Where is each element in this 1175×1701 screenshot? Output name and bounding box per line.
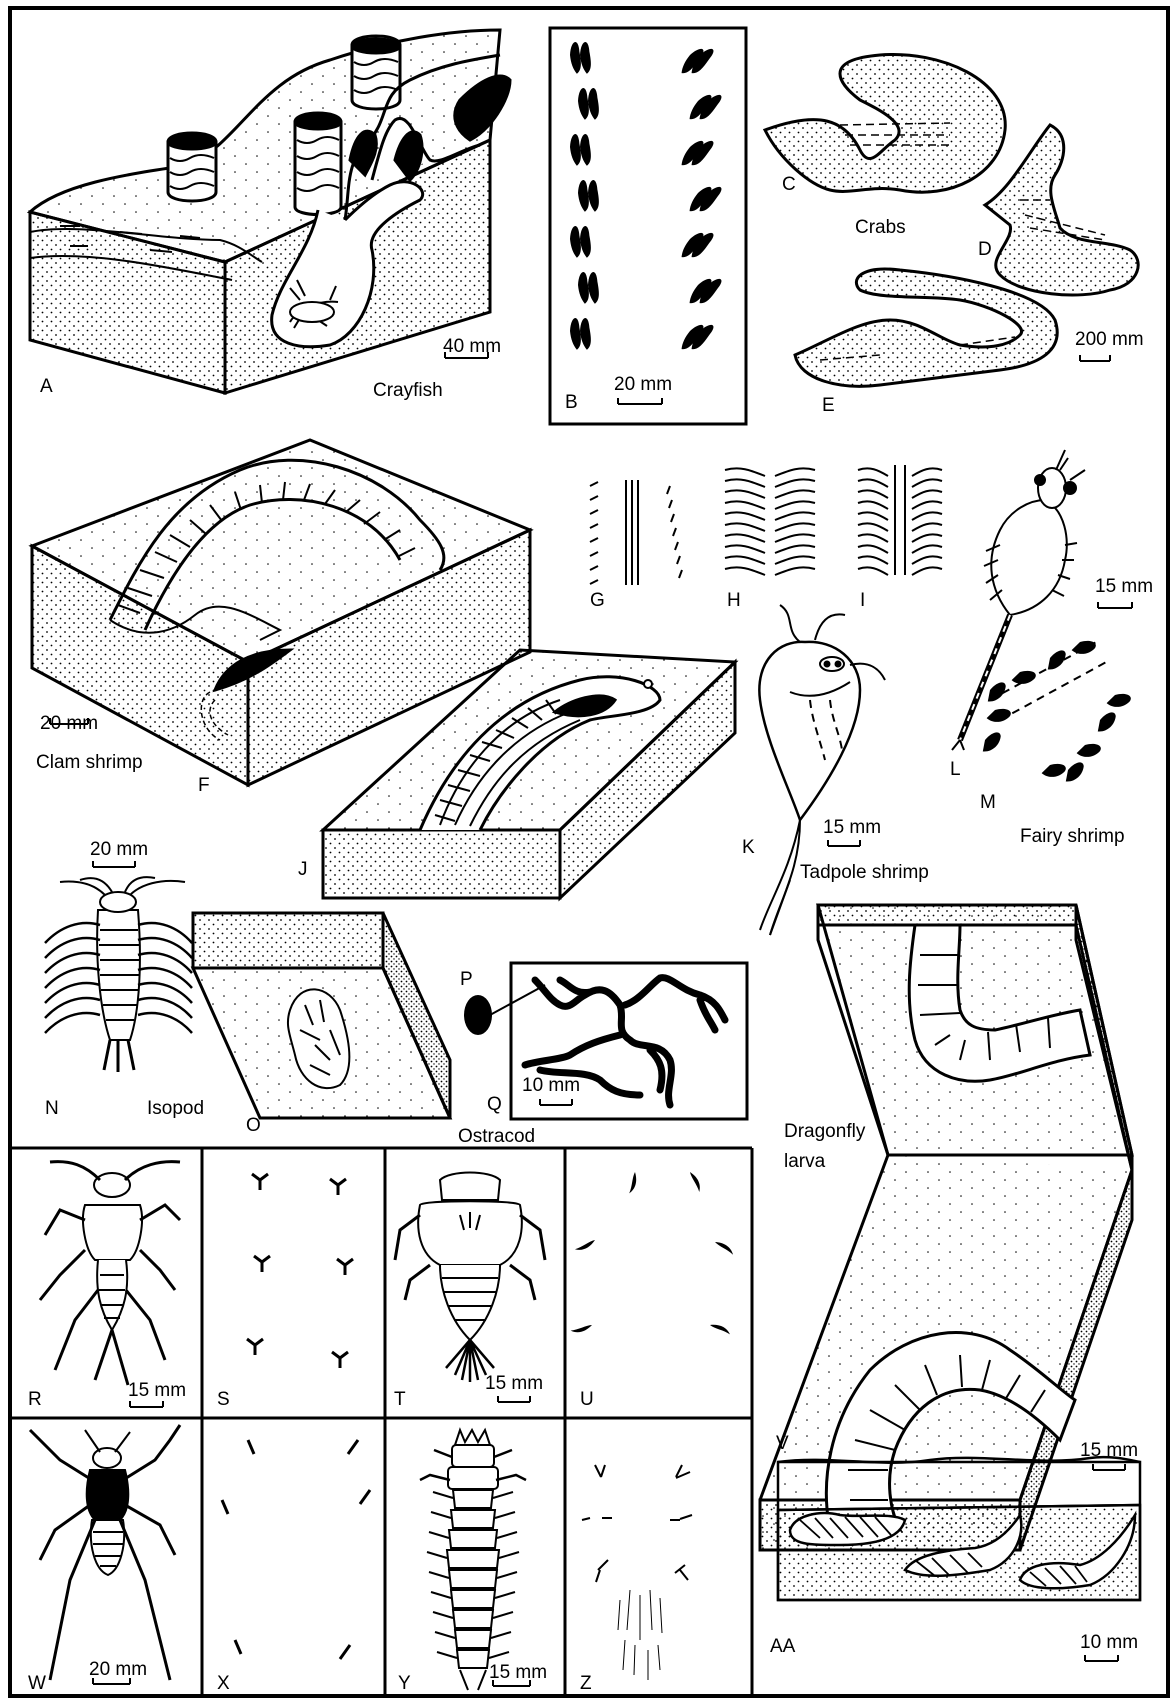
scale-label-y: 15 mm <box>489 1663 547 1682</box>
isopod-n <box>45 877 192 1072</box>
insect-larva-y <box>420 1430 526 1690</box>
panel-label-aa: AA <box>770 1637 795 1656</box>
panel-label-k: K <box>742 838 755 857</box>
scale-label-w: 20 mm <box>89 1660 147 1679</box>
scale-label-t: 15 mm <box>485 1374 543 1393</box>
scale-label-q: 10 mm <box>522 1076 580 1095</box>
label-isopod: Isopod <box>147 1099 204 1118</box>
panel-label-r: R <box>28 1390 42 1409</box>
panel-label-a: A <box>40 377 53 396</box>
panel-label-z: Z <box>580 1674 592 1693</box>
panel-label-p: P <box>460 970 473 989</box>
panel-label-y: Y <box>398 1674 411 1693</box>
crab-burrow-d <box>985 125 1138 295</box>
fairy-shrimp-l <box>952 450 1085 750</box>
label-larva: larva <box>784 1152 825 1171</box>
scale-label-a: 40 mm <box>443 337 501 356</box>
insect-r <box>40 1162 180 1385</box>
panel-label-q: Q <box>487 1095 502 1114</box>
fairy-shrimp-marks-m <box>978 637 1132 783</box>
scale-label-l: 15 mm <box>1095 577 1153 596</box>
scale-label-e: 200 mm <box>1075 330 1144 349</box>
scale-label-r: 15 mm <box>128 1381 186 1400</box>
panel-label-h: H <box>727 591 741 610</box>
scale-label-v: 15 mm <box>1080 1441 1138 1460</box>
crab-burrow-c <box>765 54 1005 192</box>
label-clam-shrimp: Clam shrimp <box>36 753 143 772</box>
scale-label-b: 20 mm <box>614 375 672 394</box>
panel-label-t: T <box>394 1390 406 1409</box>
trackway-u <box>571 1171 736 1336</box>
panel-label-m: M <box>980 793 996 812</box>
panel-label-s: S <box>217 1390 230 1409</box>
isopod-trace-block-o <box>193 913 450 1118</box>
panel-label-c: C <box>782 175 796 194</box>
panel-label-b: B <box>565 393 578 412</box>
panel-label-d: D <box>978 240 992 259</box>
scale-label-aa: 10 mm <box>1080 1633 1138 1652</box>
trackway-details-ghi <box>590 465 942 585</box>
panel-label-g: G <box>590 591 605 610</box>
scale-label-n: 20 mm <box>90 840 148 859</box>
crayfish-burrow-block <box>30 30 510 393</box>
panel-label-o: O <box>246 1116 261 1135</box>
label-fairy-shrimp: Fairy shrimp <box>1020 827 1125 846</box>
trackway-x <box>222 1440 370 1659</box>
panel-label-f: F <box>198 776 210 795</box>
label-dragonfly: Dragonfly <box>784 1122 865 1141</box>
scale-label-k: 15 mm <box>823 818 881 837</box>
tadpole-shrimp-k <box>759 605 885 935</box>
scale-label-f: 20 mm <box>40 714 98 733</box>
insect-w <box>30 1425 180 1680</box>
label-crayfish: Crayfish <box>373 381 443 400</box>
panel-label-e: E <box>822 396 835 415</box>
ostracod-trails-q <box>464 963 747 1119</box>
panel-label-j: J <box>298 860 308 879</box>
trackway-s <box>247 1174 353 1368</box>
panel-label-i: I <box>860 591 865 610</box>
label-tadpole-shrimp: Tadpole shrimp <box>800 863 929 882</box>
label-crabs: Crabs <box>855 218 906 237</box>
insect-t <box>395 1173 545 1383</box>
trackway-z <box>582 1465 692 1680</box>
panel-label-u: U <box>580 1390 594 1409</box>
panel-label-n: N <box>45 1099 59 1118</box>
panel-label-x: X <box>217 1674 230 1693</box>
panel-label-v: V <box>776 1434 789 1453</box>
dragonfly-larva-blocks-v <box>760 905 1132 1550</box>
trackway-panel-b <box>550 28 746 424</box>
panel-label-l: L <box>950 760 961 779</box>
label-ostracod: Ostracod <box>458 1127 535 1146</box>
panel-label-w: W <box>28 1674 46 1693</box>
ostracod-shell <box>464 995 492 1035</box>
